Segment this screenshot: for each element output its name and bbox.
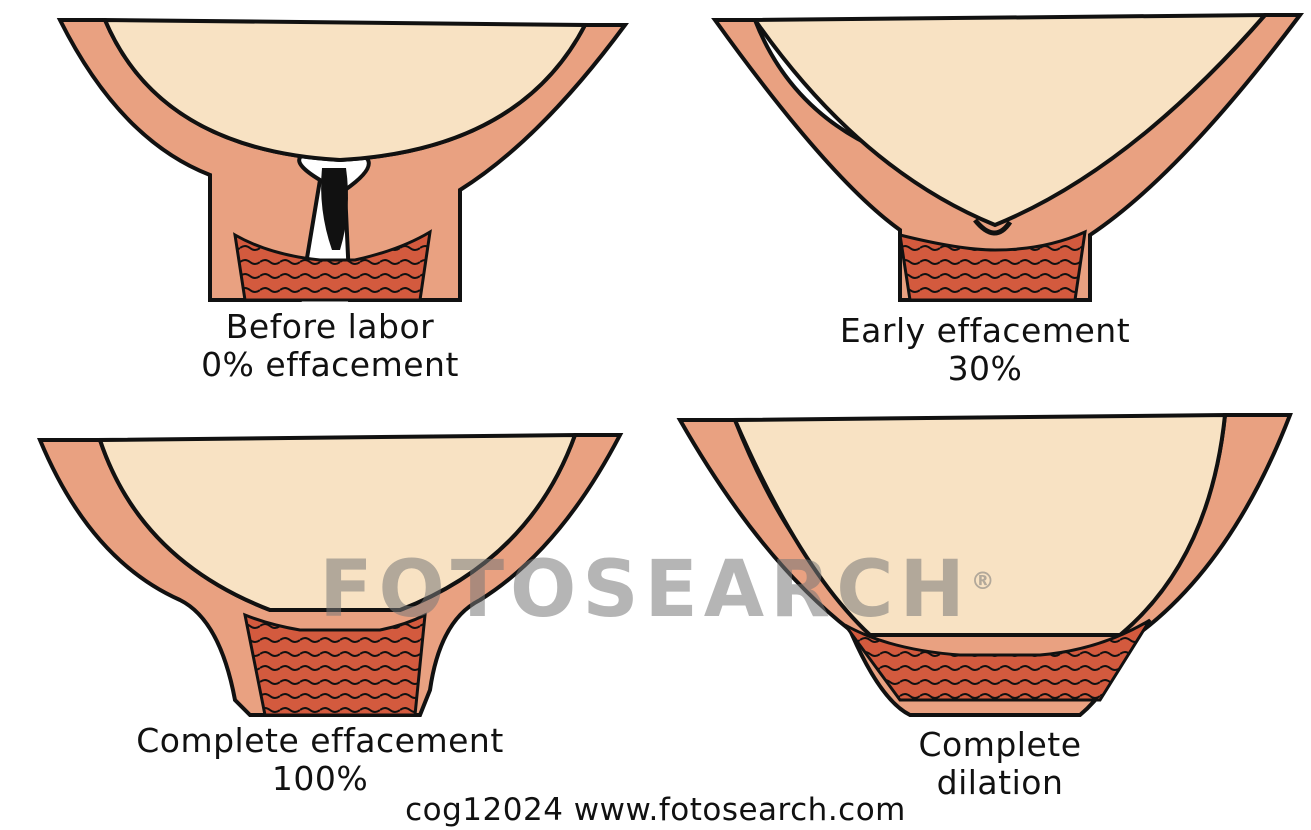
watermark-text: FOTOSEARCH	[319, 545, 971, 635]
caption-line-1: Complete	[850, 726, 1150, 764]
caption-line-1: Complete effacement	[40, 722, 600, 760]
panel-before-labor-drawing	[60, 20, 625, 300]
caption-complete-effacement: Complete effacement 100%	[40, 722, 600, 798]
caption-complete-dilation: Complete dilation	[850, 726, 1150, 802]
caption-line-1: Early effacement	[760, 312, 1210, 350]
panel-early-effacement-drawing	[715, 15, 1300, 300]
footer-credit: cog12024 www.fotosearch.com	[0, 792, 1311, 828]
caption-line-1: Before labor	[130, 308, 530, 346]
caption-line-2: 0% effacement	[130, 346, 530, 384]
registered-mark: ®	[971, 567, 1001, 595]
caption-before-labor: Before labor 0% effacement	[130, 308, 530, 384]
watermark: FOTOSEARCH®	[165, 545, 1155, 635]
caption-early-effacement: Early effacement 30%	[760, 312, 1210, 388]
caption-line-2: 30%	[760, 350, 1210, 388]
